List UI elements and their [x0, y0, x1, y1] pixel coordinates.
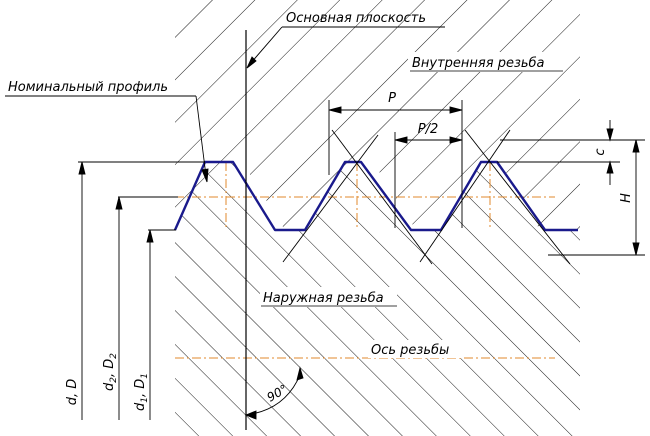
half-pitch-arrow-right: [449, 136, 463, 144]
height-label: H: [619, 193, 634, 203]
external-thread-label: Наружная резьба: [263, 291, 384, 306]
nominal-profile-arrow: [201, 168, 209, 183]
h-arrow-bottom: [632, 242, 640, 256]
pitch-label: P: [388, 91, 396, 106]
triangle-line-4: [419, 129, 511, 263]
angle-arrow-left: [244, 410, 257, 420]
base-plane-leader: [246, 26, 445, 69]
h-arrow-top: [632, 139, 640, 153]
thread-axis-label: Ось резьбы: [371, 343, 449, 358]
minor-diameter-arrow: [146, 229, 154, 243]
base-plane-label: Основная плоскость: [286, 11, 426, 26]
major-diameter-label: d, D: [65, 379, 80, 406]
nominal-profile-leader-line: [195, 95, 207, 177]
diameter-dimensions: [78, 161, 205, 420]
nominal-profile-label: Номинальный профиль: [8, 80, 168, 95]
center-lines: [175, 162, 555, 359]
thread-axis-label-bg: [368, 340, 462, 358]
angle-arrow-top: [296, 366, 304, 381]
pitch-diameter-arrow: [115, 196, 123, 210]
pitch-diameter-label: d2, D2: [102, 353, 119, 391]
truncation-label: c: [593, 148, 608, 155]
pitch-arrow-right: [449, 106, 463, 114]
half-pitch-dimension: [394, 132, 463, 228]
internal-thread-label-bg: [408, 52, 563, 72]
triangle-line-3: [464, 129, 571, 265]
half-pitch-label: P/2: [418, 122, 439, 137]
base-plane-arrow: [246, 56, 257, 69]
external-thread-label-bg: [260, 287, 397, 307]
half-pitch-arrow-left: [394, 136, 408, 144]
base-plane-leader-line: [249, 26, 283, 65]
triangle-line-1: [331, 129, 433, 265]
c-arrow-bottom: [606, 160, 614, 174]
c-arrow-top: [606, 128, 614, 142]
pitch-arrow-left: [328, 106, 342, 114]
triangle-lines: [282, 129, 571, 265]
angle-marker: [244, 366, 304, 420]
major-diameter-arrow: [78, 161, 86, 175]
minor-diameter-label: d1, D1: [133, 373, 150, 411]
height-dimensions: [497, 120, 645, 256]
internal-thread-label: Внутренняя резьба: [412, 56, 545, 71]
triangle-line-2: [282, 134, 379, 263]
nominal-profile-leader: [5, 95, 209, 183]
